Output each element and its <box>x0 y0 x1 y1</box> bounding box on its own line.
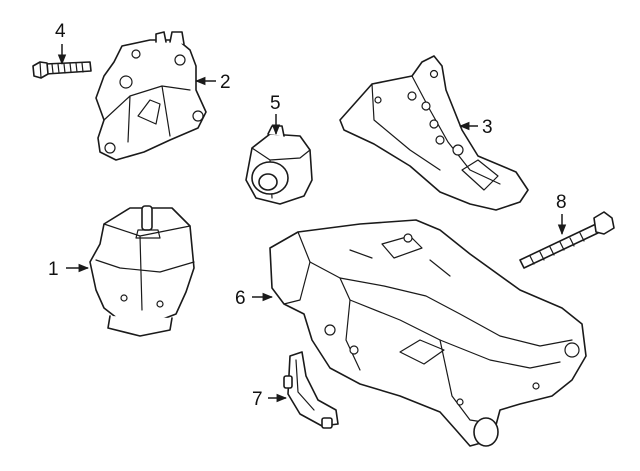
part-5-transmission-mount <box>245 125 313 205</box>
part-8-long-bolt <box>519 211 615 269</box>
callout-5: 5 <box>270 93 281 136</box>
callout-2: 2 <box>194 72 231 93</box>
callout-4-label: 4 <box>55 21 66 42</box>
callout-6-label: 6 <box>235 288 246 309</box>
callout-6: 6 <box>235 288 274 309</box>
callout-7: 7 <box>252 389 288 410</box>
callout-8: 8 <box>556 192 567 236</box>
part-7-small-bracket <box>283 351 339 429</box>
part-4-bolt <box>32 61 92 79</box>
callout-2-label: 2 <box>220 72 231 93</box>
callout-3: 3 <box>458 117 493 138</box>
callout-7-label: 7 <box>252 389 263 410</box>
part-6-crossmember <box>269 219 587 447</box>
callout-3-label: 3 <box>482 117 493 138</box>
callout-8-label: 8 <box>556 192 567 213</box>
callout-4: 4 <box>55 21 67 66</box>
callout-5-label: 5 <box>270 93 281 114</box>
part-1-engine-mount <box>89 205 195 337</box>
callout-1: 1 <box>48 259 90 280</box>
callout-1-label: 1 <box>48 259 59 280</box>
part-2-engine-mount-bracket <box>95 31 207 161</box>
part-3-transmission-bracket <box>339 55 529 211</box>
